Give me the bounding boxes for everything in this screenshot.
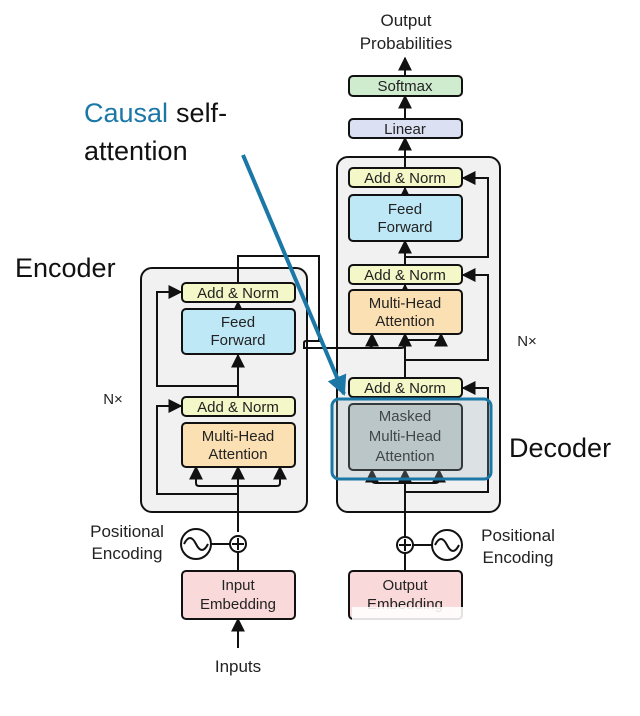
decoder-add-icon [396, 536, 414, 554]
decoder-masked-attention [348, 403, 463, 471]
encoder-add-icon [229, 535, 247, 553]
encoder-add-norm-bottom-label: Add & Norm [197, 399, 279, 416]
self-fragment: self- [176, 98, 227, 128]
decoder-repeat-label: N× [517, 333, 537, 350]
decoder-add-norm-mid [348, 264, 463, 285]
input-embedding [181, 570, 296, 620]
decoder-cross-attention-label-2: Attention [375, 313, 434, 330]
causal-annotation-line-2: attention [84, 136, 188, 166]
encoder-connections [156, 255, 330, 648]
causal-highlight-frame [330, 397, 493, 481]
softmax-box [348, 75, 463, 97]
softmax-label: Softmax [377, 78, 433, 95]
decoder-feed-forward-label-1: Feed [388, 201, 422, 218]
masked-attention-label-2: Multi-Head [369, 428, 442, 445]
encoder-title: Encoder [15, 253, 116, 283]
decoder-positional-encoding-icon [431, 529, 463, 561]
linear-box [348, 118, 463, 139]
output-probabilities-label-1: Output [380, 11, 431, 30]
decoder-connections [330, 56, 489, 618]
input-embedding-label-2: Embedding [200, 596, 276, 613]
decoder-add-norm-bottom [348, 377, 463, 398]
decoder-cross-attention-label-1: Multi-Head [369, 295, 442, 312]
encoder-multi-head-attention [181, 422, 296, 468]
decoder-add-norm-top [348, 167, 463, 188]
watermark-cover [352, 607, 482, 647]
encoder-stack [140, 267, 308, 513]
decoder-positional-label-1: Positional [481, 526, 555, 545]
decoder-title: Decoder [509, 433, 611, 463]
masked-attention-label-3: Attention [375, 448, 434, 465]
encoder-attention-label-1: Multi-Head [202, 428, 275, 445]
encoder-repeat-label: N× [103, 391, 123, 408]
output-embedding-label-1: Output [382, 577, 428, 594]
output-probabilities-label-2: Probabilities [360, 34, 453, 53]
encoder-feed-forward [181, 308, 296, 355]
encoder-add-norm-top-label: Add & Norm [197, 285, 279, 302]
encoder-feed-forward-label-2: Forward [210, 332, 265, 349]
input-embedding-label-1: Input [221, 577, 255, 594]
causal-annotation-line-1: Causal self- [84, 98, 227, 128]
encoder-positional-label-2: Encoding [92, 544, 163, 563]
decoder-cross-attention [348, 289, 463, 335]
decoder-feed-forward-label-2: Forward [377, 219, 432, 236]
encoder-attention-label-2: Attention [208, 446, 267, 463]
decoder-positional-label-2: Encoding [483, 548, 554, 567]
encoder-positional-encoding-icon [180, 528, 212, 560]
masked-attention-label-1: Masked [379, 408, 432, 425]
decoder-add-norm-top-label: Add & Norm [364, 170, 446, 187]
encoder-positional-label-1: Positional [90, 522, 164, 541]
encoder-feed-forward-label-1: Feed [221, 314, 255, 331]
causal-pointer-arrow [241, 154, 347, 396]
causal-keyword: Causal [84, 98, 168, 128]
decoder-add-norm-bottom-label: Add & Norm [364, 380, 446, 397]
decoder-add-norm-mid-label: Add & Norm [364, 267, 446, 284]
linear-label: Linear [384, 121, 426, 138]
encoder-add-norm-bottom [181, 396, 296, 417]
decoder-feed-forward [348, 194, 463, 242]
inputs-label: Inputs [215, 657, 261, 676]
encoder-add-norm-top [181, 282, 296, 303]
